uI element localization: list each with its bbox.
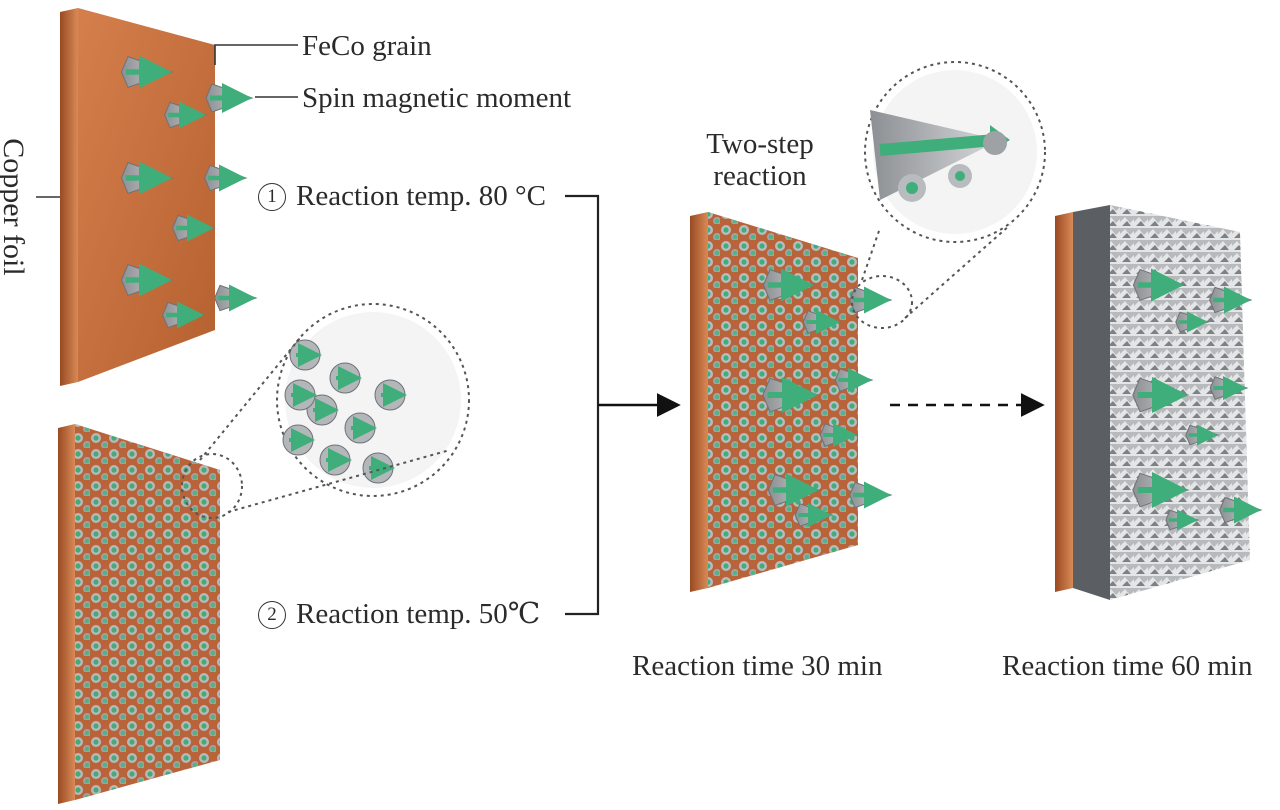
step2-label: 2 Reaction temp. 50℃ (258, 600, 540, 629)
feco-grain-icon (1132, 268, 1186, 302)
feco-grain-cluster (762, 268, 893, 527)
feco-grain-icon (1165, 509, 1200, 531)
panel-30-min (690, 212, 893, 592)
step2-number-icon: 2 (258, 601, 286, 629)
feco-grain-icon (1132, 377, 1190, 413)
step1-number-icon: 1 (258, 183, 286, 211)
feco-grain-icon (205, 83, 254, 113)
feco-grain-icon (819, 423, 859, 447)
feco-grain-icon (1209, 286, 1253, 314)
panel-60-min (1055, 205, 1263, 600)
copper-foil-label: Copper foil (0, 138, 30, 276)
feco-grain-icon (849, 286, 893, 314)
panel-small-grains (58, 424, 220, 804)
leader-lines (36, 44, 298, 198)
feco-grain-icon (849, 481, 893, 509)
feco-grain-icon (1132, 472, 1190, 508)
step2-text: Reaction temp. 50℃ (296, 598, 541, 630)
feco-grain-icon (214, 284, 258, 312)
step1-label: 1 Reaction temp. 80 °C (258, 182, 546, 211)
spin-moment-label: Spin magnetic moment (302, 82, 572, 114)
feco-grain-icon (802, 310, 842, 334)
zoom-bubble-small (181, 303, 470, 519)
feco-grain-icon (120, 161, 174, 195)
feco-grain-icon (120, 55, 174, 89)
feco-grain-icon (204, 164, 248, 192)
feco-grain-icon (762, 268, 816, 302)
feco-grain-label: FeCo grain (302, 30, 432, 62)
feco-grain-icon (794, 503, 834, 527)
zoom-bubble-large (851, 61, 1046, 329)
two-step-label: Two-step reaction (706, 128, 814, 192)
feco-grain-icon (164, 101, 208, 129)
feco-grain-cluster (120, 55, 258, 329)
feco-grain-icon (120, 263, 174, 297)
feco-grain-icon (162, 301, 206, 329)
time-30-label: Reaction time 30 min (632, 650, 883, 682)
reaction-bracket (565, 194, 681, 616)
feco-grain-icon (767, 473, 821, 507)
panel-large-grains (60, 8, 258, 386)
feco-grain-icon (172, 214, 216, 242)
feco-grain-icon (1185, 424, 1220, 446)
feco-grain-icon (834, 368, 874, 392)
feco-grain-icon (1209, 376, 1249, 400)
step1-text: Reaction temp. 80 °C (296, 180, 546, 212)
feco-grain-icon (1175, 311, 1210, 333)
time-60-label: Reaction time 60 min (1002, 650, 1253, 682)
feco-grain-icon (762, 377, 820, 413)
feco-grain-icon (1219, 496, 1263, 524)
feco-grain-cluster (1132, 268, 1263, 531)
